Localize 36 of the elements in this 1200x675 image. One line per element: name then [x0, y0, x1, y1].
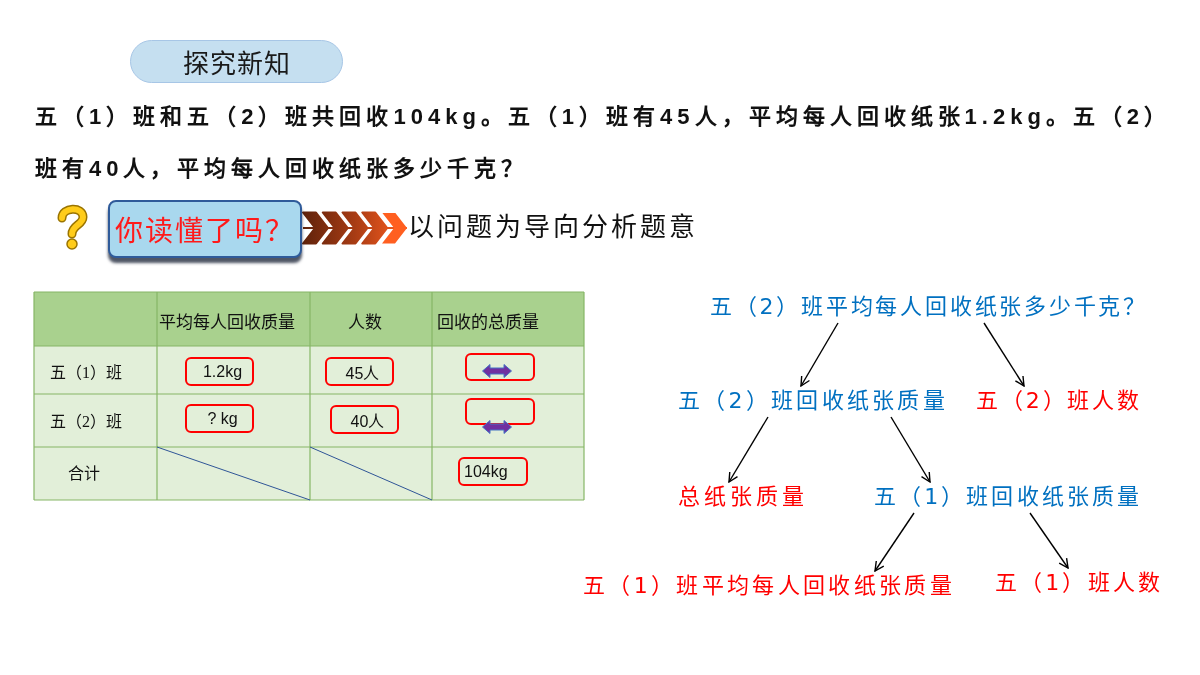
quantity-text: 五（1）班人数 — [995, 569, 1163, 597]
arrow — [1029, 512, 1069, 569]
section-heading: 探究新知 — [182, 49, 291, 80]
answer-box — [325, 357, 394, 386]
row-header: 五（1）班 — [50, 363, 122, 383]
quantity-text: 总纸张质量 — [678, 483, 808, 511]
heading-banner — [130, 40, 343, 83]
column-header: 人数 — [348, 312, 382, 334]
quantity-text: 五（2）班人数 — [976, 387, 1143, 415]
arrow — [800, 322, 839, 387]
prompt-card — [108, 200, 302, 258]
value-text: 1.2kg — [202, 362, 243, 381]
answer-box — [185, 404, 254, 433]
quantity-text: 五（1）班回收纸张质量 — [874, 483, 1142, 511]
answer-box — [330, 405, 399, 434]
arrow — [728, 416, 769, 483]
answer-box — [185, 357, 254, 386]
arrow — [983, 322, 1025, 387]
chevron-arrow — [302, 211, 408, 245]
value-text: 40人 — [350, 411, 385, 432]
row-header: 合计 — [68, 464, 100, 484]
guide-text: 以问题为导向分析题意 — [408, 211, 698, 245]
row-header: 五（2）班 — [50, 412, 122, 432]
quantity-text: 五（1）班平均每人回收纸张质量 — [583, 572, 955, 600]
prompt-text: 你读懂了吗？ — [115, 215, 295, 249]
answer-box — [458, 457, 528, 486]
question-text: 五（2）班平均每人回收纸张多少千克？ — [710, 293, 1149, 321]
column-header: 平均每人回收质量 — [159, 312, 295, 334]
value-text: 45人 — [345, 363, 380, 384]
quantity-text: 五（2）班回收纸张质量 — [678, 387, 948, 415]
column-header: 回收的总质量 — [437, 312, 539, 334]
value-text: 104kg — [464, 462, 508, 481]
arrow — [874, 512, 915, 572]
problem-text: 五（1）班和五（2）班共回收104kg。五（1）班有45人，平均每人回收纸张1.2kg。五（2）班有40人，平均每人回收纸张多少千克？ — [35, 103, 1173, 183]
arrow — [890, 416, 931, 483]
value-text: ? kg — [207, 409, 238, 428]
